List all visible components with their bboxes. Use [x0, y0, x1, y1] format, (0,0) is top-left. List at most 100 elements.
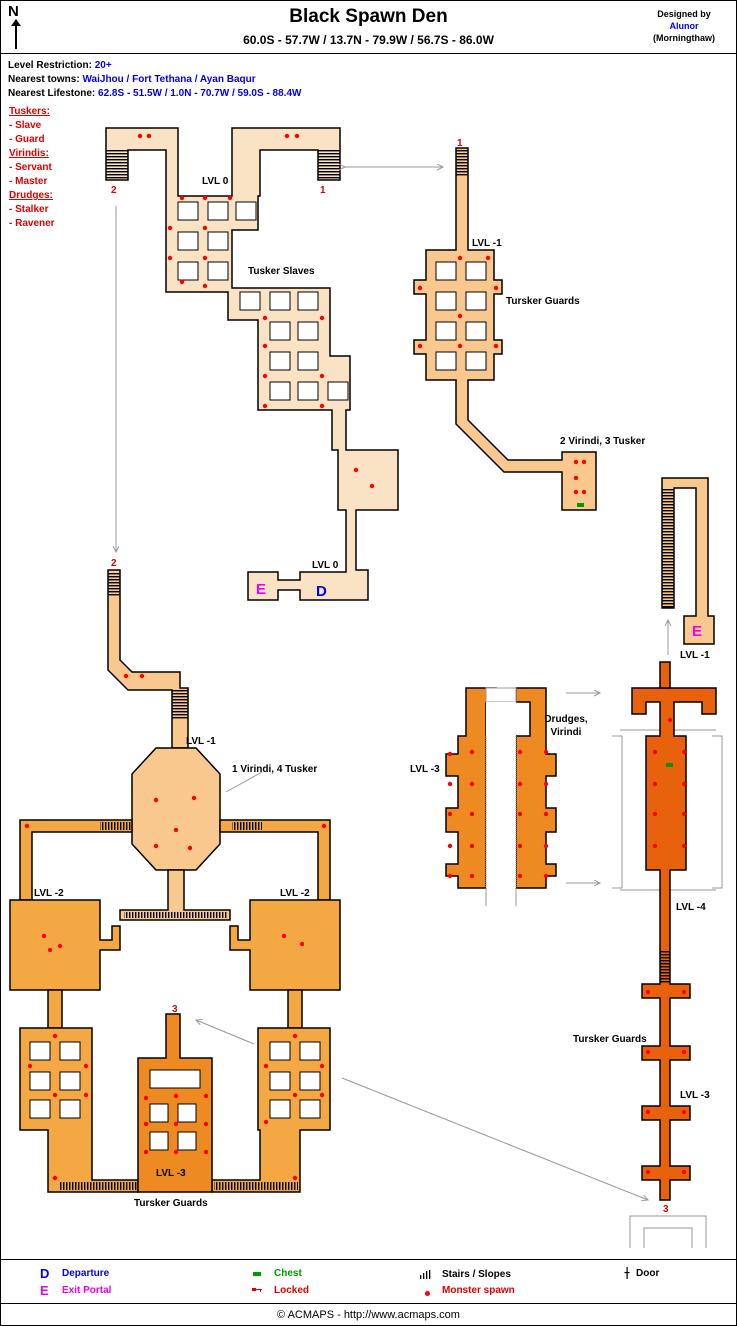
monster-spawn-icon	[543, 781, 549, 787]
monster-spawn-icon	[179, 195, 185, 201]
monster-spawn-icon	[52, 1092, 58, 1098]
designed-by-label: Designed by	[657, 9, 711, 19]
stairs-number: 3	[172, 1004, 178, 1015]
monster-spawn-icon	[299, 941, 305, 947]
monster-spawns	[24, 133, 687, 1181]
monster-spawn-icon	[202, 195, 208, 201]
monster-spawn-icon	[203, 1093, 209, 1099]
level-0-area	[105, 127, 399, 601]
level-label: LVL -2	[34, 888, 64, 899]
monster-spawn-icon	[645, 1049, 651, 1055]
monster-spawn-icon	[52, 1175, 58, 1181]
monster-spawn-icon	[353, 467, 359, 473]
monster-spawn-icon	[517, 843, 523, 849]
monster-spawn-icon	[681, 1049, 687, 1055]
monster-spawn-icon	[493, 343, 499, 349]
monster-spawn-icon	[681, 811, 687, 817]
stairs-number: 2	[111, 558, 117, 569]
monster-spawn-icon	[652, 781, 658, 787]
monster-spawn-icon	[319, 1063, 325, 1069]
towns-value: WaiJhou / Fort Tethana / Ayan Baqur	[82, 74, 256, 85]
monster-spawn-icon	[573, 459, 579, 465]
monster-spawn-icon	[83, 1092, 89, 1098]
stairs-icon	[456, 150, 468, 176]
towns-label: Nearest towns:	[8, 74, 80, 85]
chest-icon	[666, 763, 673, 767]
compass-letter: N	[8, 3, 19, 20]
monster-spawn-icon	[573, 475, 579, 481]
monster-spawn-legend-label: Monster spawn	[442, 1285, 515, 1296]
monster-spawn-icon	[417, 343, 423, 349]
monster-spawn-icon	[493, 285, 499, 291]
monster-spawn-icon	[292, 1033, 298, 1039]
monster-spawn-icon	[173, 827, 179, 833]
stairs-icon	[172, 690, 188, 720]
monster-spawn-icon	[24, 823, 30, 829]
monster-spawn-icon	[83, 1063, 89, 1069]
stairs-number: 2	[111, 185, 117, 196]
monster-spawn-icon	[202, 225, 208, 231]
connection-arrows	[116, 167, 668, 1200]
monster-spawn-icon	[281, 933, 287, 939]
monster-spawn-icon	[262, 315, 268, 321]
monster-spawn-icon	[543, 843, 549, 849]
monster-spawn-icon	[153, 843, 159, 849]
stairs-icon	[106, 150, 128, 180]
exit-portal-marker: E	[256, 581, 266, 598]
departure-marker: D	[316, 583, 327, 600]
departure-legend-label: Departure	[62, 1268, 110, 1279]
monster-spawn-icon	[447, 811, 453, 817]
monster-spawn-icon	[262, 343, 268, 349]
monster-spawn-icon	[292, 1175, 298, 1181]
monster-spawn-icon	[667, 717, 673, 723]
monster-spawn-icon	[187, 845, 193, 851]
monster-spawn-icon	[123, 673, 129, 679]
monster-spawn-icon	[173, 1093, 179, 1099]
monster-spawn-icon	[319, 1092, 325, 1098]
stairs-icon	[108, 572, 120, 596]
area-label: Drudges,Virindi	[544, 714, 588, 738]
door-legend-label: Door	[636, 1268, 660, 1279]
monster-type: - Slave	[9, 120, 42, 131]
monster-type: - Guard	[9, 134, 45, 145]
monster-spawn-icon	[447, 843, 453, 849]
level-label: LVL -3	[410, 764, 440, 775]
monster-spawn-icon	[447, 781, 453, 787]
footer-divider	[0, 1303, 737, 1304]
level-label: Level Restriction:	[8, 60, 92, 71]
exit-portal-marker: E	[692, 623, 702, 640]
door-legend-icon	[624, 1267, 630, 1279]
monster-spawn-icon	[292, 1092, 298, 1098]
monster-spawn-icon	[143, 1149, 149, 1155]
monster-spawn-icon	[457, 343, 463, 349]
monster-spawn-icon	[645, 1169, 651, 1175]
monster-spawn-icon	[173, 1121, 179, 1127]
nearest-towns: Nearest towns: WaiJhou / Fort Tethana / …	[8, 74, 256, 85]
monster-spawn-icon	[262, 403, 268, 409]
lifestone-label: Nearest Lifestone:	[8, 88, 96, 99]
monster-spawn-icon	[202, 283, 208, 289]
level-label: LVL -2	[280, 888, 310, 899]
monster-spawn-icon	[469, 843, 475, 849]
monster-spawn-icon	[319, 373, 325, 379]
lock-legend-icon	[252, 1288, 262, 1292]
lower-left-area	[9, 569, 341, 1193]
level-minus4-area	[612, 661, 723, 1248]
monster-type: - Stalker	[9, 204, 49, 215]
level-label: LVL 0	[202, 176, 229, 187]
monster-spawn-icon	[517, 781, 523, 787]
level-label: LVL -1	[472, 238, 502, 249]
monster-spawn-icon	[447, 751, 453, 757]
monster-spawn-icon	[319, 315, 325, 321]
monster-spawn-icon	[469, 873, 475, 879]
monster-spawn-icon	[543, 749, 549, 755]
monster-spawn-icon	[681, 749, 687, 755]
area-label: Tursker Guards	[573, 1034, 647, 1045]
monster-spawn-icon	[457, 313, 463, 319]
monster-spawn-icon	[27, 1063, 33, 1069]
stairs-legend-label: Stairs / Slopes	[442, 1269, 511, 1280]
monster-spawn-icon	[203, 1121, 209, 1127]
chest-icon	[577, 503, 584, 507]
monster-spawn-icon	[581, 459, 587, 465]
